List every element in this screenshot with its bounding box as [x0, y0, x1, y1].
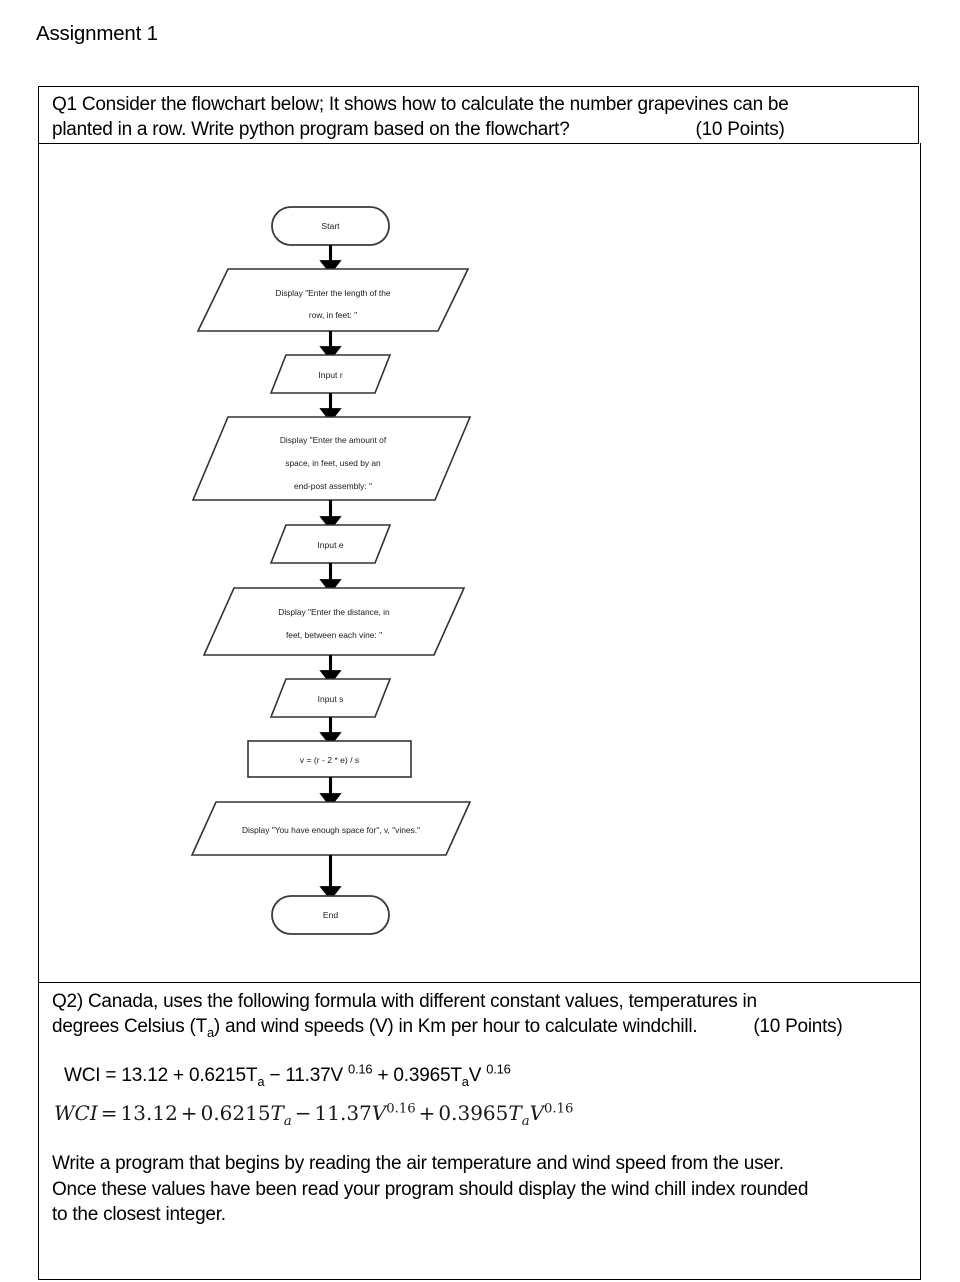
formula-tex-op-3: +	[418, 1101, 436, 1125]
formula-tex-var-3: V	[371, 1101, 387, 1125]
q2-closing-line-1: Write a program that begins by reading t…	[52, 1153, 784, 1174]
q1-prompt-line-1: Q1 Consider the flowchart below; It show…	[52, 94, 789, 115]
formula-tex-var-2: T	[270, 1101, 284, 1125]
windchill-formula-plain: WCI = 13.12 + 0.6215Ta − 11.37V 0.16 + 0…	[64, 1061, 910, 1089]
question-2-instructions: Write a program that begins by reading t…	[52, 1151, 910, 1228]
q2-subscript-a: a	[206, 1024, 214, 1040]
formula-tex-coef-3: 11.37	[314, 1101, 372, 1125]
formula-tex-lhs: WCI	[54, 1101, 98, 1125]
formula-tex-sub-2: a	[283, 1114, 292, 1129]
formula-plain-sub-1: a	[257, 1073, 265, 1089]
q2-points-badge: (10 Points)	[753, 1016, 843, 1037]
windchill-formula-typeset: WCI=13.12+0.6215Ta−11.37V0.16+0.3965TaV0…	[54, 1101, 910, 1128]
formula-tex-coef-2: 0.6215	[200, 1101, 271, 1125]
formula-tex-var-4a: T	[508, 1101, 522, 1125]
question-2-prompt: Q2) Canada, uses the following formula w…	[52, 989, 910, 1039]
formula-tex-op-2: −	[294, 1101, 312, 1125]
formula-plain-mid-1: − 11.37V	[264, 1065, 349, 1086]
formula-plain-exp-2: 0.16	[486, 1061, 511, 1077]
flowchart-cell	[38, 143, 921, 983]
q2-closing-line-3: to the closest integer.	[52, 1204, 226, 1225]
q2-prompt-line-2b: ) and wind speeds (V) in Km per hour to …	[213, 1016, 698, 1037]
formula-tex-op-1: +	[180, 1101, 198, 1125]
formula-plain-lhs: WCI = 13.12 + 0.6215T	[64, 1065, 258, 1086]
q2-closing-line-2: Once these values have been read your pr…	[52, 1178, 809, 1200]
page-title: Assignment 1	[36, 22, 158, 45]
formula-plain-exp-1: 0.16	[348, 1061, 373, 1077]
formula-tex-exp-4: 0.16	[544, 1101, 574, 1117]
q1-prompt-line-2: planted in a row. Write python program b…	[52, 119, 570, 140]
formula-plain-mid-2: + 0.3965T	[372, 1065, 462, 1086]
question-1-prompt: Q1 Consider the flowchart below; It show…	[52, 92, 909, 142]
q2-prompt-line-1: Q2) Canada, uses the following formula w…	[52, 991, 757, 1012]
q1-points-badge: (10 Points)	[695, 119, 785, 140]
formula-tex-exp-3: 0.16	[386, 1101, 416, 1117]
formula-tex-coef-4: 0.3965	[438, 1101, 509, 1125]
formula-tex-var-4b: V	[529, 1101, 545, 1125]
formula-tex-equals: =	[100, 1101, 118, 1125]
formula-plain-mid-3: V	[468, 1065, 487, 1086]
formula-tex-sub-4: a	[521, 1114, 530, 1129]
q2-prompt-line-2a: degrees Celsius (T	[52, 1016, 207, 1037]
formula-tex-term-1: 13.12	[120, 1101, 178, 1125]
question-1-prompt-cell: Q1 Consider the flowchart below; It show…	[38, 86, 919, 144]
question-2-cell: Q2) Canada, uses the following formula w…	[38, 982, 921, 1280]
formula-plain-sub-2: a	[461, 1073, 469, 1089]
